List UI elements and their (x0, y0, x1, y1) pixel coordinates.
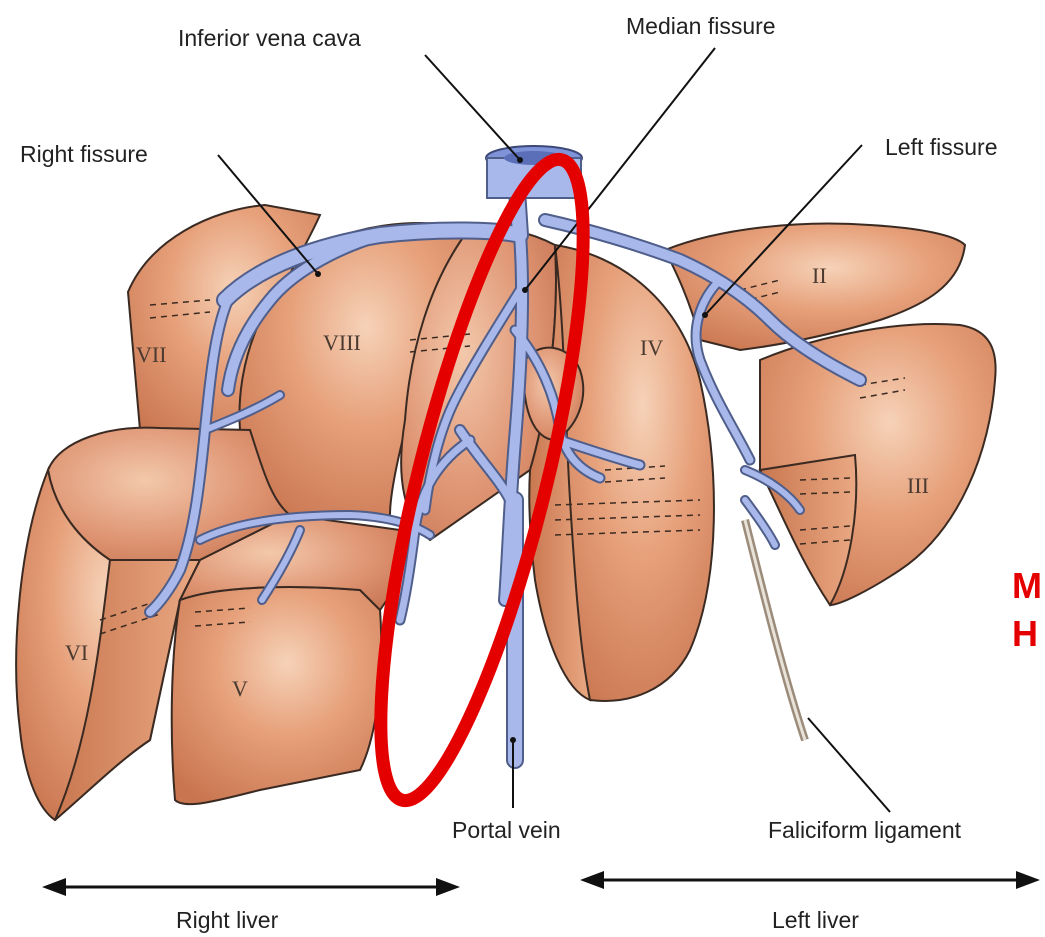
leader-ivc (425, 55, 520, 160)
segment-label-v: V (232, 676, 248, 701)
segment-label-ii: II (812, 263, 827, 288)
label-right-liver: Right liver (176, 907, 279, 933)
leader-dot (517, 157, 523, 163)
left-liver-arrow (580, 871, 1040, 889)
label-portal-vein: Portal vein (452, 817, 561, 843)
leader-dot (315, 271, 321, 277)
label-right-fissure: Right fissure (20, 141, 148, 167)
label-faliciform-ligament: Faliciform ligament (768, 817, 962, 843)
segment-label-vi: VI (65, 640, 88, 665)
right-liver-arrow (42, 878, 460, 896)
label-left-liver: Left liver (772, 907, 859, 933)
label-left-fissure: Left fissure (885, 134, 998, 160)
segment-label-iv: IV (640, 335, 663, 360)
segment-label-vii: VII (136, 342, 167, 367)
side-text-line-1: M (1012, 565, 1042, 606)
leader-dot (510, 737, 516, 743)
segment-label-viii: VIII (323, 330, 361, 355)
label-inferior-vena-cava: Inferior vena cava (178, 25, 361, 51)
leader-dot (702, 312, 708, 318)
leader-dot (522, 287, 528, 293)
label-median-fissure: Median fissure (626, 13, 776, 39)
segment-v-lobe (172, 587, 382, 804)
segment-label-iii: III (907, 473, 929, 498)
leader-faliciform (808, 718, 890, 812)
side-text-line-2: H (1012, 613, 1038, 654)
